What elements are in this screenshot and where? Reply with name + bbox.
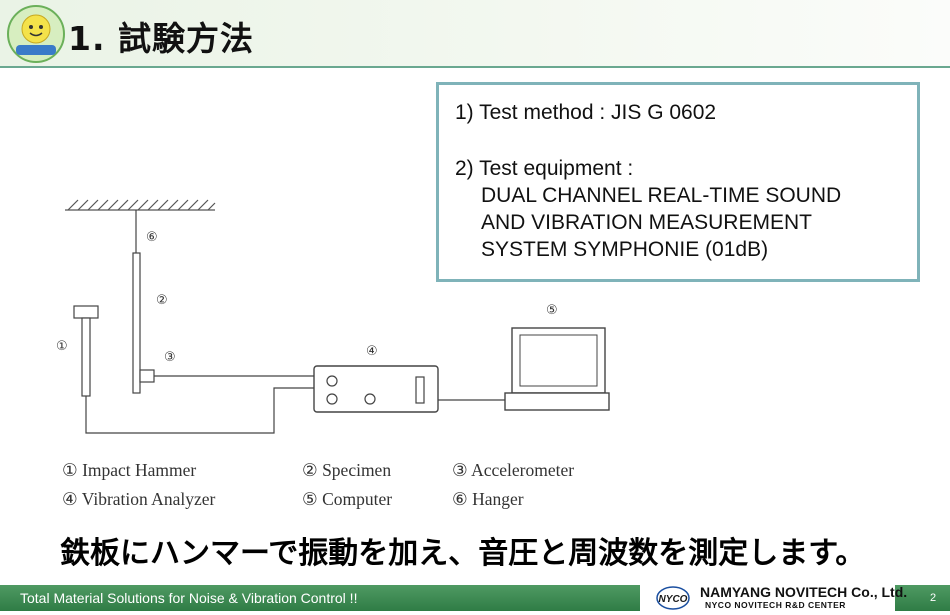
hammer-handle [81,317,91,397]
computer-screen [511,327,606,394]
diagram-label-5: ⑤ [546,303,558,318]
test-equipment-label: 2) Test equipment : [455,157,634,180]
specimen-plate [132,252,141,394]
company-subtitle: NYCO NOVITECH R&D CENTER [705,600,846,610]
accelerometer [139,369,155,383]
diagram-label-2: ② [156,293,168,308]
legend-accelerometer: ③ Accelerometer [452,460,575,480]
slide-header [0,0,950,68]
page-number: 2 [930,592,937,604]
company-logo-text: NYCO [659,594,688,605]
hammer-head [73,305,99,319]
hammer-cable [85,387,314,434]
equipment-line-2: AND VIBRATION MEASUREMENT [481,211,812,234]
nyco-logo-icon: NYCO [656,586,690,610]
legend-hanger: ⑥ Hanger [452,489,524,509]
legend-impact-hammer: ① Impact Hammer [62,460,197,480]
legend-vibration-analyzer: ④ Vibration Analyzer [62,489,216,509]
equipment-line-3: SYSTEM SYMPHONIE (01dB) [481,238,769,261]
legend-computer: ⑤ Computer [302,489,393,509]
diagram-label-6: ⑥ [146,230,158,245]
mascot-logo-icon [7,5,65,63]
computer-base [504,392,610,411]
vibration-analyzer [313,365,439,413]
legend-specimen: ② Specimen [302,460,392,480]
footer-bar-right [895,585,950,611]
footer-bar [0,585,640,611]
company-name: NAMYANG NOVITECH Co., Ltd. [700,584,908,600]
test-info-box: 1) Test method : JIS G 0602 2) Test equi… [436,82,920,282]
page-title: 1. 試験方法 [68,19,254,58]
diagram-label-4: ④ [366,344,378,359]
diagram-label-1: ① [56,339,68,354]
ceiling-hatch [65,199,216,211]
footer-tagline: Total Material Solutions for Noise & Vib… [20,590,358,606]
description-text: 鉄板にハンマーで振動を加え、音圧と周波数を測定します。 [60,536,866,571]
diagram-label-3: ③ [164,350,176,365]
test-setup-diagram: ① ② ③ ④ ⑤ ⑥ [56,199,610,434]
equipment-line-1: DUAL CHANNEL REAL-TIME SOUND [481,184,842,207]
test-method-text: 1) Test method : JIS G 0602 [455,101,717,124]
header-divider [0,66,950,68]
